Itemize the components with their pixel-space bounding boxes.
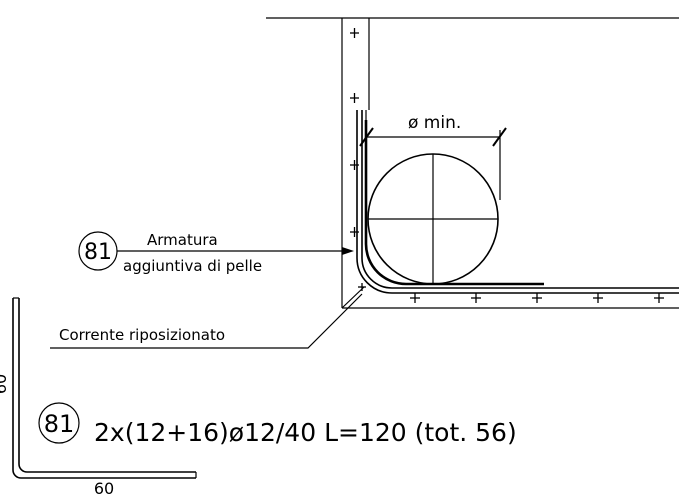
marker [532,293,542,303]
schedule-text: 2x(12+16)ø12/40 L=120 (tot. 56) [94,418,517,447]
diameter-dimension [359,127,507,200]
marker [350,160,359,170]
marker [350,28,359,38]
callout-number: 81 [84,240,112,265]
schedule-number-circle [38,402,80,444]
corrente-leader: Corrente riposizionato [50,293,363,349]
callout-81: 81 Armatura aggiuntiva di pelle [78,231,354,275]
bar-shape [12,297,197,479]
schedule-number: 81 [44,410,75,438]
corrente-label: Corrente riposizionato [59,326,225,344]
marker [410,293,420,303]
marker [358,283,366,291]
dimension-label: ø min. [408,113,461,133]
bar-markers [350,28,664,303]
mandrel-circle [367,153,499,285]
marker [350,227,359,237]
bar-vertical-dimension: 60 [0,374,10,394]
schedule-entry: 81 2x(12+16)ø12/40 L=120 (tot. 56) [38,402,517,447]
marker [654,293,664,303]
bar-horizontal-dimension: 60 [94,479,114,494]
callout-line2: aggiuntiva di pelle [123,257,262,275]
callout-arrow [342,247,354,255]
stirrup-bar [356,110,679,294]
callout-line1: Armatura [147,231,218,249]
marker [350,93,359,103]
marker [471,293,481,303]
wall-outline [341,18,679,309]
marker [593,293,603,303]
